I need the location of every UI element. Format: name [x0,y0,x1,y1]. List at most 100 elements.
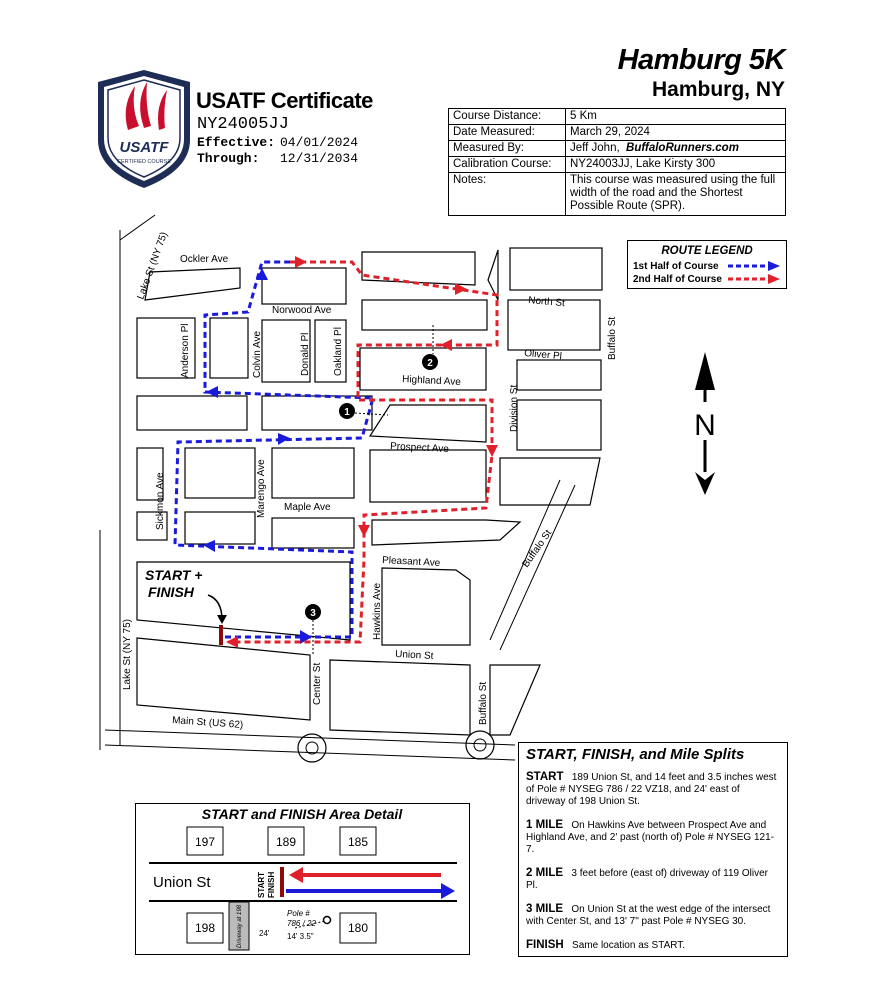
course-info-table: Course Distance:5 Km Date Measured:March… [448,108,786,216]
street-label-center: Center St [312,663,323,705]
map-block [261,319,311,383]
map-block [361,251,476,286]
detail-red-arrow-icon [289,867,303,883]
street-label-buffalo-mid: Buffalo St [520,528,554,570]
map-block [136,395,248,431]
svg-text:N: N [694,409,716,442]
badge-subtext: CERTIFIED COURSE [117,159,171,165]
street-label-division: Division St [509,385,520,432]
detail-blue-arrow-icon [441,883,455,899]
map-block [361,299,488,331]
detail-start-text: START [257,872,266,898]
legend-second-half-arrow-icon [768,274,780,284]
street-label-ockler: Ockler Ave [180,254,229,265]
pole-label: Pole # [287,909,310,918]
split-mile-3: 3 MILE On Union St at the west edge of t… [526,903,771,927]
route-first-half-arrows [203,268,312,644]
map-block [507,299,601,351]
street-label-oliver: Oliver Pl [524,348,563,362]
legend-second-half-label: 2nd Half of Course [633,274,722,285]
route-arrow-icon [295,256,307,268]
map-block [184,511,256,545]
map-block [136,317,196,379]
map-block [516,359,602,391]
street-label-lake-st-bottom: Lake St (NY 75) [122,619,133,690]
map-block [209,317,249,379]
info-row-notes: Notes:This course was measured using the… [448,172,786,216]
svg-text:1: 1 [344,407,350,418]
map-block [487,249,499,301]
race-location: Hamburg, NY [651,78,785,101]
street-label-anderson: Anderson Pl [180,324,191,378]
route-arrow-icon [278,433,290,445]
route-arrow-icon [455,283,467,295]
svg-text:3: 3 [310,608,316,619]
street-label-norwood: Norwood Ave [272,305,332,316]
map-block [516,399,602,451]
street-label-sickmon: Sickmon Ave [155,472,166,530]
race-title: Hamburg 5K [617,44,786,76]
split-mile-2: 2 MILE 3 feet before (east of) driveway … [526,867,768,891]
route-arrow-icon [206,386,218,398]
legend-title: ROUTE LEGEND [661,245,753,257]
street-label-oakland: Oakland Pl [333,327,344,376]
street-label-buffalo-bottom: Buffalo St [478,682,489,725]
through-value: 12/31/2034 [280,151,359,166]
map-block [489,664,541,736]
route-arrow-icon [358,525,370,537]
house-185 [339,826,377,856]
start-arrow-icon [217,615,227,624]
street-label-main: Main St (US 62) [172,715,244,731]
street-label-hawkins: Hawkins Ave [372,582,383,640]
route-arrow-icon [486,445,498,457]
route-second-half [228,260,499,644]
legend-first-half-arrow-icon [768,261,780,271]
map-block [184,447,256,499]
badge-text: USATF [120,139,170,156]
street-label-colvin: Colvin Ave [252,330,263,378]
house-180 [339,912,377,944]
splits-title: START, FINISH, and Mile Splits [526,746,745,763]
route-legend: ROUTE LEGEND 1st Half of Course 2nd Half… [627,240,787,289]
map-block [144,267,241,301]
info-row-distance: Course Distance:5 Km [448,108,786,125]
detail-title: START and FINISH Area Detail [202,806,404,822]
dist-driveway: 24' [259,929,270,938]
legend-first-half-label: 1st Half of Course [633,261,719,272]
pole-icon [322,915,332,925]
start-finish-detail: START and FINISH Area Detail 197 189 185… [135,803,470,955]
route-line [173,260,375,639]
info-row-date: Date Measured:March 29, 2024 [448,124,786,141]
map-block [136,511,168,541]
house-197 [186,826,224,856]
measurer-website: BuffaloRunners.com [626,142,739,154]
info-row-calibration: Calibration Course:NY24003JJ, Lake Kirst… [448,156,786,173]
mile-splits-box: START, FINISH, and Mile Splits START 189… [518,742,788,957]
mile-marker-1: 1 [339,403,355,419]
street-label-maple: Maple Ave [284,502,331,513]
map-block [136,447,164,501]
route-second-half-arrows [226,256,498,648]
street-label-buffalo-top: Buffalo St [607,317,618,360]
route-arrow-icon [226,636,238,648]
svg-text:185: 185 [348,835,368,849]
usatf-badge-logo: USATF CERTIFIED COURSE [98,70,190,188]
roundabout-island [473,738,487,752]
start-finish-line [219,625,223,645]
map-block [261,267,347,305]
split-mile-1: 1 MILE On Hawkins Ave between Prospect A… [526,819,774,855]
svg-text:180: 180 [348,921,368,935]
map-block [314,319,347,383]
driveway-label: Driveway at 198 [237,904,243,948]
route-line [228,260,499,644]
svg-text:197: 197 [195,835,215,849]
through-label: Through: [197,151,260,166]
mile-marker-2: 2 [422,354,438,370]
effective-label: Effective: [197,135,276,150]
map-block [371,519,522,546]
svg-text:198: 198 [195,921,215,935]
split-finish: FINISH Same location as START. [526,939,686,951]
mile-marker-3: 3 [305,604,321,620]
house-198 [186,912,224,944]
